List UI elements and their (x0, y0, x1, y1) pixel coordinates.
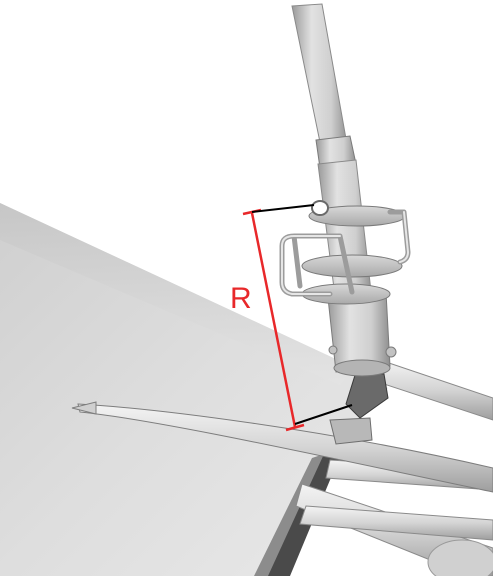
deck-shadow-band (0, 203, 355, 385)
dimension-label: R (230, 282, 252, 315)
dimension-r: R (230, 204, 353, 432)
mast-middle (317, 159, 373, 305)
dimension-tick-bottom (285, 423, 305, 432)
hull-edge-highlight (254, 454, 324, 576)
mast-base-ring (333, 359, 391, 377)
mast-upper (291, 3, 349, 153)
disc-middle (301, 254, 403, 278)
long-spar (77, 403, 493, 493)
leader-line-bottom (294, 404, 353, 425)
eyelet (311, 200, 329, 216)
dimension-line (250, 212, 297, 428)
mast-assembly (291, 3, 397, 377)
support-tubes (71, 359, 493, 576)
spar-joint (329, 417, 373, 445)
spar-tip (71, 401, 97, 415)
wire-guard-highlight (281, 211, 410, 295)
wheel-hub (427, 539, 493, 576)
bolt (385, 346, 397, 358)
hull-surface (0, 203, 388, 576)
deck-plane (0, 203, 388, 576)
tube-lower-2 (299, 505, 493, 541)
bolt (328, 345, 338, 355)
leader-line-top (251, 204, 315, 213)
sensor-head (279, 200, 411, 305)
